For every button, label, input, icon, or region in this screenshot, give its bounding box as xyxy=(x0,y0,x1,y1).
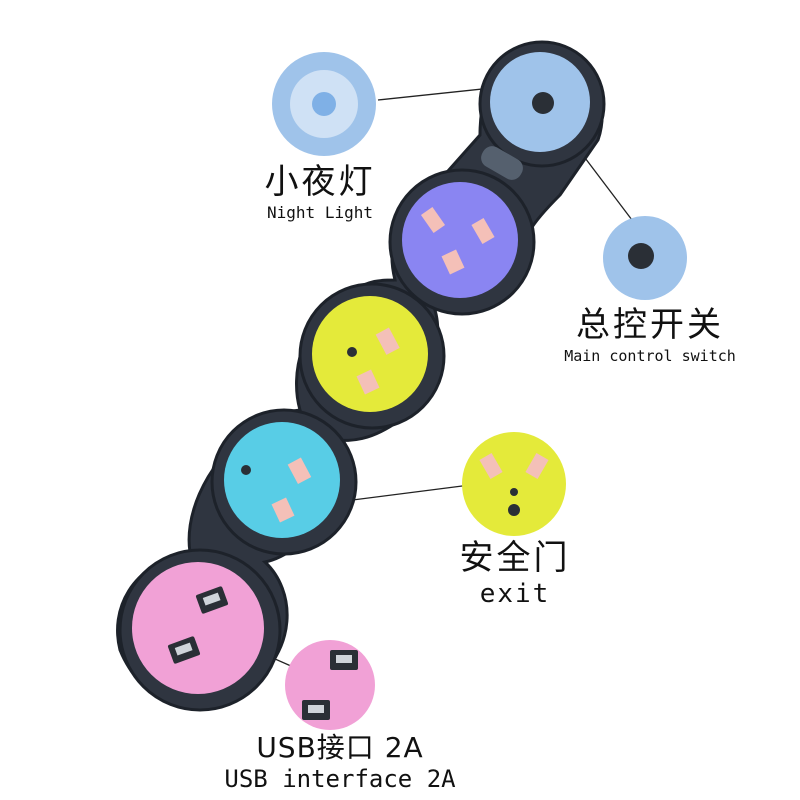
main-switch-label-zh: 总控开关 xyxy=(576,305,724,345)
night-light-label-en: Night Light xyxy=(267,203,373,222)
socket-holes xyxy=(241,457,312,523)
usb-label: USB接口 2A USB interface 2A xyxy=(210,732,470,794)
usb-detail xyxy=(285,640,375,730)
night-light-cap xyxy=(478,40,606,180)
usb-port[interactable] xyxy=(195,586,229,614)
safety-door-label-zh: 安全门 xyxy=(459,538,571,578)
night-light-detail xyxy=(272,52,376,156)
socket-holes xyxy=(347,327,400,395)
usb-label-zh: USB接口 2A xyxy=(256,731,424,764)
socket-violet xyxy=(388,168,536,316)
socket-holes xyxy=(420,206,495,275)
usb-label-en: USB interface 2A xyxy=(224,765,456,793)
switch-button[interactable] xyxy=(532,92,554,114)
night-light-label-zh: 小夜灯 xyxy=(264,162,376,202)
safety-door-label-en: exit xyxy=(479,579,551,609)
main-switch-detail xyxy=(603,216,687,300)
indicator-slot xyxy=(481,146,523,180)
main-switch-label-en: Main control switch xyxy=(564,347,736,365)
usb-cap xyxy=(118,548,282,712)
main-switch-label: 总控开关 Main control switch xyxy=(560,305,740,367)
switch-button xyxy=(628,243,654,269)
usb-port xyxy=(302,700,330,720)
safety-door-label: 安全门 exit xyxy=(455,538,575,610)
usb-port[interactable] xyxy=(167,636,201,664)
night-light-label: 小夜灯 Night Light xyxy=(250,162,390,224)
socket-cyan xyxy=(210,408,358,556)
socket-yellow xyxy=(298,282,446,430)
usb-port xyxy=(330,650,358,670)
safety-door-detail xyxy=(462,432,566,536)
